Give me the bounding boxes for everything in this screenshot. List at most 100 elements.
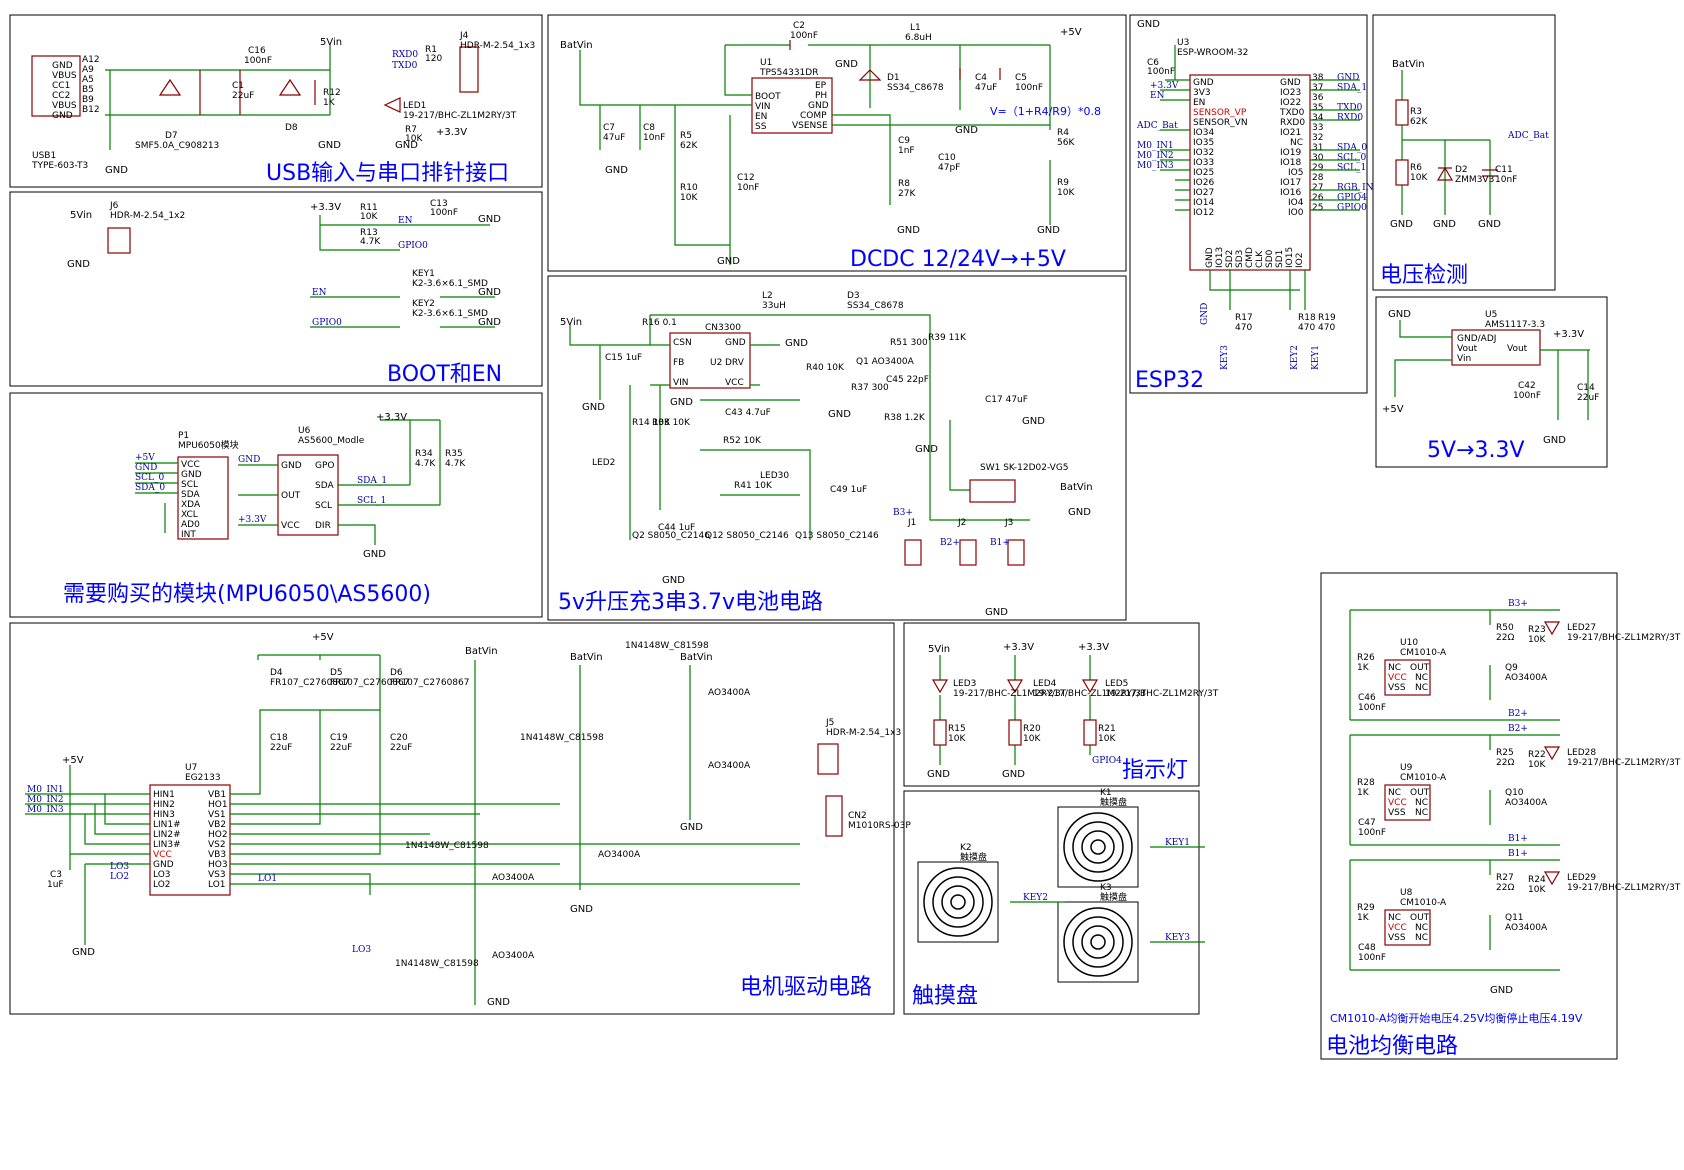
- led1-part: 19-217/BHC-ZL1M2RY/3T: [403, 111, 517, 121]
- svg-text:28: 28: [1312, 173, 1324, 183]
- u8-body: [1384, 909, 1431, 946]
- r29-val: 1K: [1357, 913, 1370, 923]
- svg-text:VCC: VCC: [1388, 923, 1407, 933]
- bal-b1-low: B1+: [1508, 834, 1528, 844]
- l1-val: 6.8uH: [905, 33, 932, 43]
- led5-part: 19-217/BHC-ZL1M2RY/3T: [1105, 689, 1219, 699]
- q8-part: AO3400A: [492, 951, 535, 961]
- svg-text:LO3: LO3: [153, 870, 171, 880]
- motor-section: U7 EG2133 HIN1 HIN2 HIN3 LIN1# LIN2# LIN…: [25, 632, 911, 1008]
- svg-text:33: 33: [1312, 123, 1323, 133]
- r25-val: 22Ω: [1496, 758, 1514, 768]
- charge-b1: B1+: [990, 538, 1010, 548]
- esp32-section: U3 ESP-WROOM-32 GND C6 100nF GND 3V3 EN …: [1136, 19, 1374, 370]
- motor-gnd2: GND: [570, 904, 593, 915]
- r17-ref: R17: [1235, 313, 1253, 323]
- c46-ref: C46: [1358, 693, 1376, 703]
- u3-ref: U3: [1177, 38, 1189, 48]
- c5-val: 100nF: [1015, 83, 1043, 93]
- r28-ref: R28: [1357, 778, 1375, 788]
- usb-pin-gnd2: GND: [52, 111, 73, 121]
- r50-val: 22Ω: [1496, 633, 1514, 643]
- svg-text:TXD0: TXD0: [1279, 108, 1305, 118]
- boot-en-key: EN: [312, 288, 327, 298]
- svg-text:SCL: SCL: [315, 501, 332, 511]
- u10-part: CM1010-A: [1400, 648, 1447, 658]
- u6-net-sda1: SDA_1: [357, 476, 387, 486]
- led-gpio4: GPIO4: [1092, 756, 1122, 766]
- q3-part: AO3400A: [708, 688, 751, 698]
- c47-val: 100nF: [1358, 828, 1386, 838]
- led27-ref: LED27: [1567, 623, 1596, 633]
- u9-ref: U9: [1400, 763, 1413, 773]
- svg-text:GND: GND: [1337, 73, 1359, 83]
- motor-batvin1: BatVin: [465, 646, 498, 657]
- charge-batvin: BatVin: [1060, 482, 1093, 493]
- j6-body: [107, 227, 131, 254]
- u2-ref: U2: [710, 358, 722, 368]
- svg-text:NC: NC: [1415, 798, 1428, 808]
- c10-val: 47pF: [938, 163, 960, 173]
- motor-batvin2: BatVin: [570, 652, 603, 663]
- j4-body: [459, 46, 479, 93]
- r34-ref: R34: [415, 449, 433, 459]
- q6-part: AO3400A: [598, 850, 641, 860]
- cn2-ref: CN2: [848, 811, 867, 821]
- r21-val: 10K: [1098, 734, 1116, 744]
- j6-ref: J6: [109, 201, 119, 211]
- usb-pin-a9: A9: [82, 65, 94, 75]
- bal-b1-high: B1+: [1508, 849, 1528, 859]
- frame-modules: [9, 392, 543, 618]
- svg-text:31: 31: [1312, 143, 1323, 153]
- svg-text:IO35: IO35: [1193, 138, 1214, 148]
- frame-charge: [547, 275, 1127, 621]
- svg-text:IO25: IO25: [1193, 168, 1214, 178]
- usb-ref: USB1: [32, 151, 56, 161]
- u1-ref: U1: [760, 58, 772, 68]
- svg-text:IO12: IO12: [1193, 208, 1214, 218]
- u7-left-pins: HIN1 HIN2 HIN3 LIN1# LIN2# LIN3# VCC GND…: [153, 790, 181, 890]
- r39-label: R39 11K: [928, 333, 967, 343]
- svg-text:NC: NC: [1415, 923, 1428, 933]
- q13-label: Q13 S8050_C2146: [795, 531, 879, 541]
- r16-label: R16 0.1: [642, 318, 677, 328]
- d6-ref: D6: [390, 668, 403, 678]
- d12-part: 1N4148W_C81598: [520, 733, 604, 743]
- svg-text:DIR: DIR: [315, 521, 331, 531]
- q1-label: Q1 AO3400A: [856, 357, 915, 367]
- r21-ref: R21: [1098, 724, 1116, 734]
- r26-ref: R26: [1357, 653, 1375, 663]
- d14-part: 1N4148W_C81598: [625, 641, 709, 651]
- r3-body: [1395, 99, 1409, 126]
- motor-gnd3: GND: [487, 997, 510, 1008]
- r6-body: [1395, 159, 1409, 186]
- r15-val: 10K: [948, 734, 966, 744]
- c18-val: 22uF: [270, 743, 292, 753]
- k1-ref: K1: [1100, 788, 1112, 798]
- c4-val: 47uF: [975, 83, 997, 93]
- u8-pins: NC VCC VSS OUT NC NC: [1388, 913, 1430, 943]
- svg-text:INT: INT: [181, 530, 196, 540]
- sw1-body: [969, 479, 1016, 503]
- svg-text:VCC: VCC: [1388, 798, 1407, 808]
- vdet-gnd3: GND: [1478, 219, 1501, 230]
- svg-text:IO4: IO4: [1288, 198, 1304, 208]
- d2-part: ZMM3V3: [1455, 175, 1494, 185]
- u1-pin-ss: SS: [755, 122, 767, 132]
- r13-val: 4.7K: [360, 237, 381, 247]
- u5-pin-vin: Vin: [1457, 354, 1471, 364]
- svg-text:NC: NC: [1415, 808, 1428, 818]
- usb-pin-gnd: GND: [52, 61, 73, 71]
- usb-pin-cc2: CC2: [52, 91, 70, 101]
- svg-text:37: 37: [1312, 83, 1323, 93]
- c14-val: 22uF: [1577, 393, 1599, 403]
- frame-dcdc: [547, 14, 1127, 272]
- balance-gnd: GND: [1490, 985, 1513, 996]
- touch-key2: KEY2: [1023, 893, 1048, 903]
- svg-text:SD2: SD2: [1225, 250, 1235, 268]
- c3-ref: C3: [50, 870, 62, 880]
- svg-text:SCL_0: SCL_0: [1337, 153, 1367, 163]
- svg-text:IO33: IO33: [1193, 158, 1214, 168]
- r11-val: 10K: [360, 212, 378, 222]
- u6-net-3v3: +3.3V: [238, 515, 267, 525]
